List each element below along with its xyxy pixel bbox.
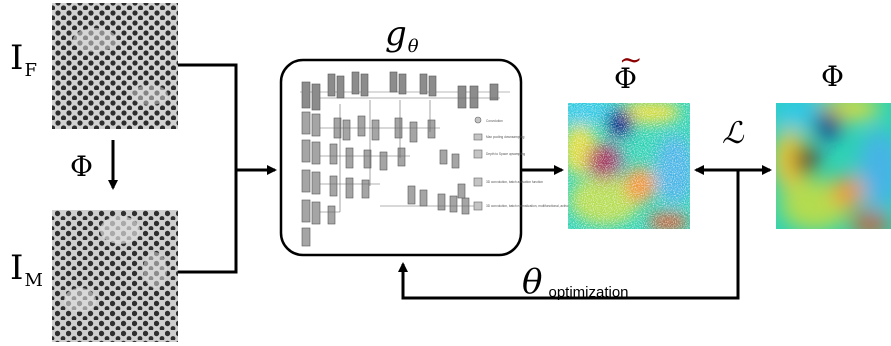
legend-depth-to-space: Depth to Space upsampling [486,152,525,156]
legend-convolution: Convolution [486,119,503,123]
estimated-field-label: Φ [614,62,637,95]
phi-arrow-label: Φ [70,150,93,183]
estimated-field [568,103,690,229]
legend-3d-conv-batch: 3D convolution, batch activation functio… [486,180,543,184]
network-architecture [300,71,510,247]
moving-image [52,210,178,342]
feedback-loop [398,170,740,300]
legend-max-pooling: Max pooling downsampling [486,135,525,139]
loss-label: ℒ [722,116,744,151]
true-field-label: Φ [821,60,844,93]
fixed-image-label: IF [10,38,37,81]
network-box: Convolution Max pooling downsampling Dep… [279,58,586,257]
network-label: gθ [385,14,419,57]
moving-connector [178,170,238,274]
true-field [776,103,891,229]
fixed-connector [178,63,238,170]
estimated-field-accent: ~ [619,43,643,76]
fixed-image [52,3,178,129]
moving-image-label: IM [10,248,43,291]
legend-3d-conv-full: 3D convolution, batch normalization, mul… [486,204,586,208]
